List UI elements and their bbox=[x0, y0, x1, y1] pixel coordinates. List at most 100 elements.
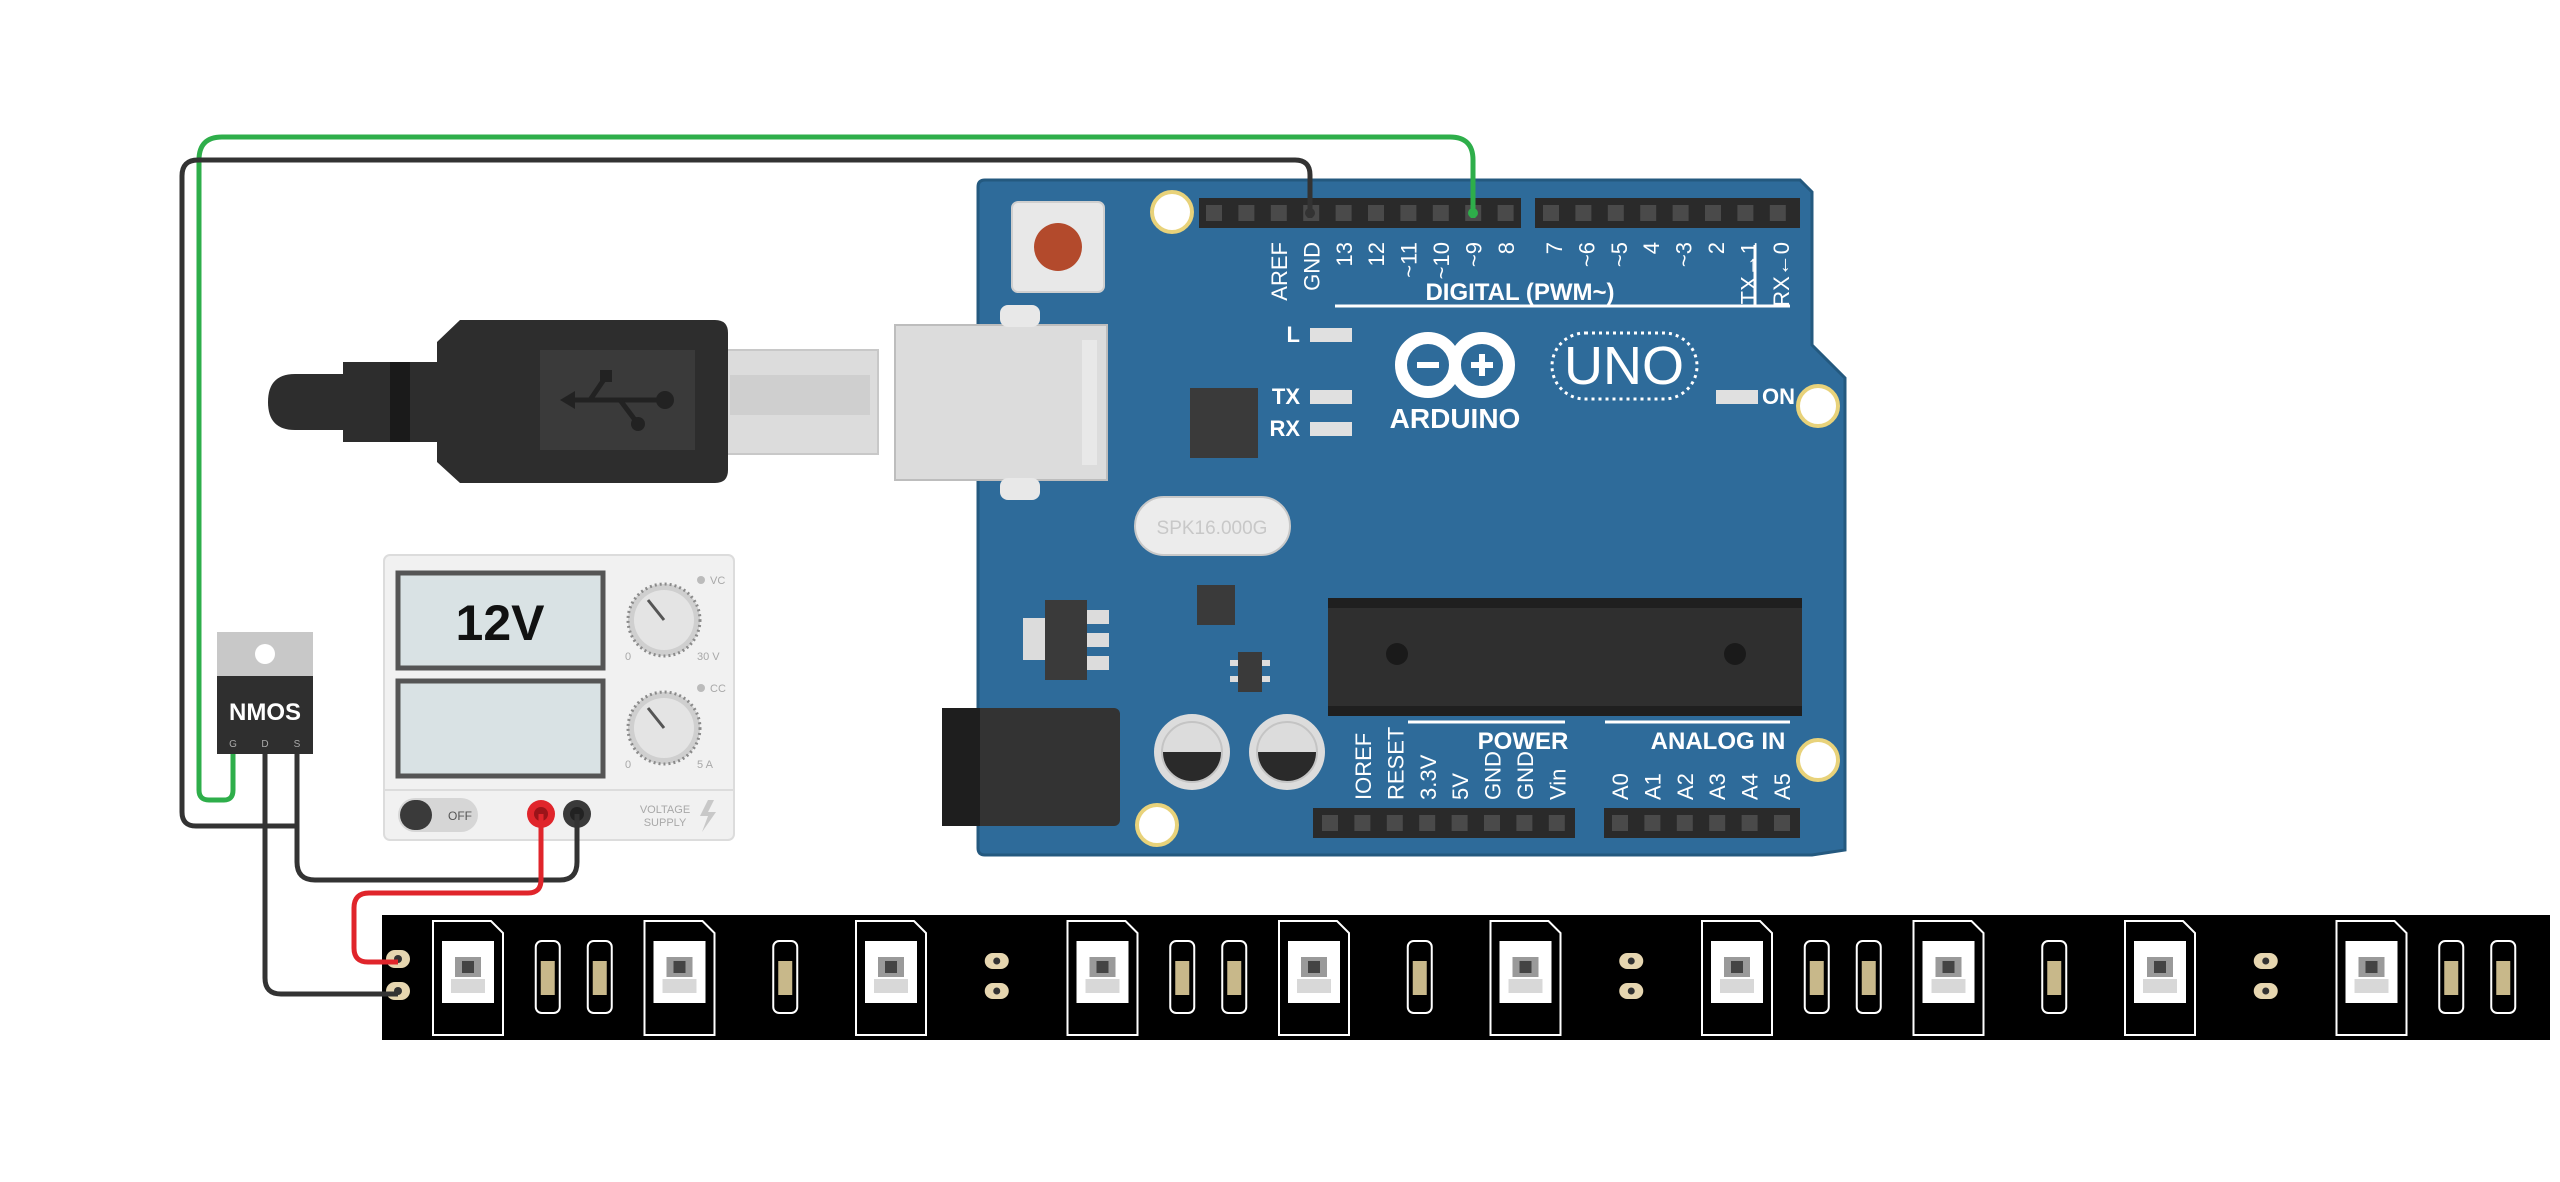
nmos-transistor[interactable]: NMOS G D S bbox=[217, 632, 313, 754]
header-socket[interactable] bbox=[1607, 205, 1624, 221]
header-socket[interactable] bbox=[1386, 815, 1403, 831]
header-socket[interactable] bbox=[1644, 815, 1661, 831]
wire-source-to-supply-negative[interactable] bbox=[294, 754, 580, 883]
wire-endpoint bbox=[1305, 208, 1315, 218]
header-socket[interactable] bbox=[1774, 815, 1790, 831]
usb-b-port bbox=[894, 305, 1108, 500]
power-supply[interactable]: 12V VC 0 30 V CC 0 5 A OFF bbox=[383, 554, 735, 841]
capacitor bbox=[1249, 714, 1325, 790]
strip-cut-pads[interactable] bbox=[2253, 953, 2278, 999]
wire-drain-to-strip-gnd[interactable] bbox=[262, 754, 398, 997]
header-socket[interactable] bbox=[1432, 205, 1449, 221]
rgb-led[interactable] bbox=[2335, 920, 2408, 1036]
header-socket[interactable] bbox=[1516, 815, 1533, 831]
header-socket[interactable] bbox=[1737, 205, 1754, 221]
voltage-regulator bbox=[1023, 600, 1109, 680]
header-socket[interactable] bbox=[1676, 815, 1693, 831]
digital-pin-label: ~11 bbox=[1397, 242, 1422, 278]
analog-pin-label: A3 bbox=[1705, 773, 1730, 800]
power-pin-label: Vin bbox=[1545, 769, 1570, 800]
small-chip bbox=[1197, 585, 1235, 625]
strip-cut-pads[interactable] bbox=[984, 953, 1009, 999]
header-socket[interactable] bbox=[1270, 205, 1287, 221]
atmega-microcontroller bbox=[1328, 598, 1802, 716]
digital-pin-label: AREF bbox=[1267, 242, 1292, 301]
header-socket[interactable] bbox=[1612, 815, 1628, 831]
header-socket[interactable] bbox=[1575, 205, 1592, 221]
voltage-display bbox=[395, 570, 606, 671]
header-socket[interactable] bbox=[1497, 205, 1514, 221]
header-socket[interactable] bbox=[1335, 205, 1352, 221]
current-knob-max: 5 A bbox=[697, 759, 714, 771]
current-knob[interactable] bbox=[626, 690, 702, 766]
header-socket[interactable] bbox=[1484, 815, 1500, 831]
power-pin-label: 5V bbox=[1448, 773, 1473, 800]
smd-resistor bbox=[1221, 940, 1248, 1014]
power-switch[interactable]: OFF bbox=[398, 798, 478, 832]
rgb-led[interactable] bbox=[643, 920, 716, 1036]
header-socket[interactable] bbox=[1548, 815, 1565, 831]
digital-pin-label: ~5 bbox=[1607, 242, 1632, 267]
rgb-led[interactable] bbox=[432, 920, 504, 1036]
digital-pin-label: GND bbox=[1299, 242, 1324, 291]
header-socket[interactable] bbox=[1419, 815, 1436, 831]
power-label: POWER bbox=[1478, 728, 1569, 755]
wire-endpoint bbox=[1468, 208, 1478, 218]
smd-resistor bbox=[1169, 940, 1196, 1014]
digital-pin-label: 7 bbox=[1542, 242, 1567, 254]
wire-supply-positive-to-strip-vcc[interactable] bbox=[351, 814, 544, 965]
analog-pin-label: A1 bbox=[1640, 773, 1665, 800]
digital-pin-label: TX→1 bbox=[1736, 242, 1761, 304]
strip-cut-pads[interactable] bbox=[1619, 953, 1644, 999]
led-on-label: ON bbox=[1762, 384, 1795, 409]
rgb-led[interactable] bbox=[1278, 920, 1350, 1036]
header-socket[interactable] bbox=[1238, 205, 1255, 221]
rgb-led[interactable] bbox=[1912, 920, 1985, 1036]
strip-leds bbox=[432, 920, 2517, 1036]
led-tx-label: TX bbox=[1272, 384, 1300, 409]
header-socket[interactable] bbox=[1368, 205, 1384, 221]
voltage-display-value: 12V bbox=[456, 595, 546, 651]
power-header bbox=[1313, 808, 1575, 838]
header-socket[interactable] bbox=[1741, 815, 1758, 831]
header-socket[interactable] bbox=[1400, 205, 1417, 221]
header-socket[interactable] bbox=[1705, 205, 1721, 221]
header-socket[interactable] bbox=[1322, 815, 1338, 831]
voltage-knob-min: 0 bbox=[625, 651, 631, 663]
arduino-uno-board[interactable]: SPK16.000G L TX RX ON bbox=[894, 178, 1847, 857]
header-socket[interactable] bbox=[1640, 205, 1657, 221]
header-socket[interactable] bbox=[1543, 205, 1559, 221]
voltage-indicator bbox=[697, 576, 705, 584]
led-rx-label: RX bbox=[1269, 416, 1300, 441]
mounting-hole bbox=[1796, 384, 1840, 428]
header-socket[interactable] bbox=[1672, 205, 1689, 221]
wires bbox=[179, 134, 1478, 997]
voltage-knob[interactable] bbox=[626, 582, 702, 658]
wire-signal-pin9-to-gate[interactable] bbox=[196, 134, 1476, 803]
mounting-hole bbox=[1150, 190, 1194, 234]
rgb-led[interactable] bbox=[855, 920, 927, 1036]
header-socket[interactable] bbox=[1709, 815, 1726, 831]
header-socket[interactable] bbox=[1354, 815, 1371, 831]
arduino-logo: ARDUINO bbox=[1390, 332, 1520, 434]
mounting-hole bbox=[1135, 803, 1179, 847]
rgb-led[interactable] bbox=[1489, 920, 1562, 1036]
power-pin-label: RESET bbox=[1383, 727, 1408, 800]
smd-resistor bbox=[1406, 940, 1433, 1014]
pin-label-drain: D bbox=[261, 739, 268, 750]
rgb-led[interactable] bbox=[1701, 920, 1773, 1036]
wire-gnd-to-source[interactable] bbox=[179, 157, 1313, 829]
reset-button-cap[interactable] bbox=[1034, 223, 1082, 271]
led-strip[interactable] bbox=[382, 915, 2550, 1040]
header-socket[interactable] bbox=[1769, 205, 1786, 221]
pin-label-source: S bbox=[294, 739, 301, 750]
reset-button[interactable] bbox=[1011, 201, 1105, 293]
rgb-led[interactable] bbox=[1066, 920, 1139, 1036]
usb-symbol-icon bbox=[540, 350, 695, 450]
rgb-led[interactable] bbox=[2124, 920, 2196, 1036]
header-socket[interactable] bbox=[1451, 815, 1468, 831]
digital-pin-label: 2 bbox=[1704, 242, 1729, 254]
header-socket[interactable] bbox=[1206, 205, 1222, 221]
current-indicator bbox=[697, 684, 705, 692]
